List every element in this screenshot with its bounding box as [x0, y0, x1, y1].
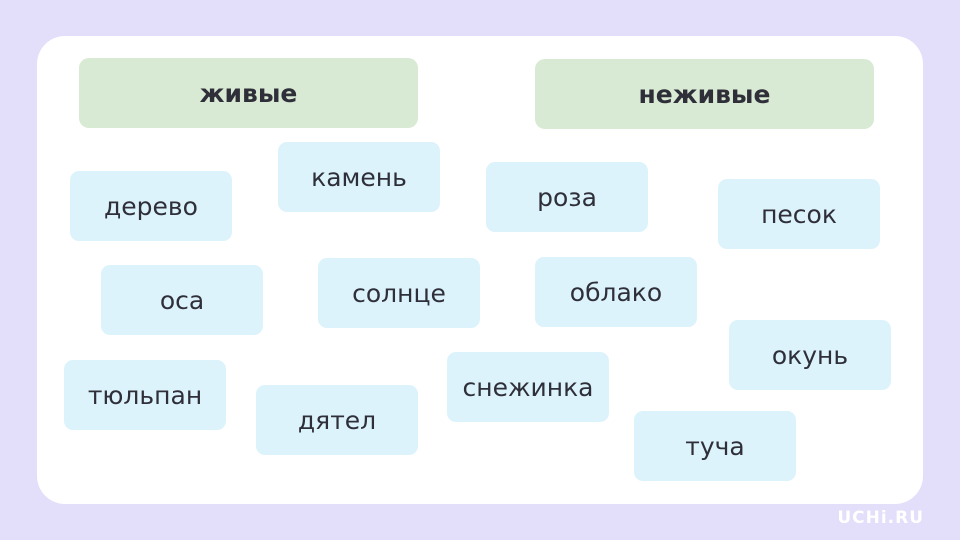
word-card-label: камень	[311, 162, 407, 192]
word-card-oblako[interactable]: облако	[535, 257, 697, 327]
word-card-tucha[interactable]: туча	[634, 411, 796, 481]
category-nonliving-dropzone[interactable]: неживые	[535, 59, 874, 129]
category-nonliving-label: неживые	[638, 79, 771, 109]
word-card-roza[interactable]: роза	[486, 162, 648, 232]
word-card-solntse[interactable]: солнце	[318, 258, 480, 328]
uchi-ru-logo: UCHi.RU	[837, 508, 924, 528]
word-card-label: песок	[761, 199, 837, 229]
word-card-label: солнце	[352, 278, 446, 308]
word-card-label: тюльпан	[87, 380, 203, 410]
sorting-board: живые неживые дерево камень роза песок о…	[37, 36, 923, 504]
word-card-label: оса	[159, 285, 205, 315]
word-card-kamen[interactable]: камень	[278, 142, 440, 212]
word-card-label: роза	[537, 182, 597, 212]
word-card-label: туча	[685, 431, 745, 461]
word-card-snezhinka[interactable]: снежинка	[447, 352, 609, 422]
word-card-label: дятел	[297, 405, 377, 435]
category-living-dropzone[interactable]: живые	[79, 58, 418, 128]
word-card-label: облако	[569, 277, 663, 307]
word-card-okun[interactable]: окунь	[729, 320, 891, 390]
word-card-derevo[interactable]: дерево	[70, 171, 232, 241]
word-card-osa[interactable]: оса	[101, 265, 263, 335]
category-living-label: живые	[199, 78, 298, 108]
word-card-label: дерево	[104, 191, 198, 221]
word-card-tyulpan[interactable]: тюльпан	[64, 360, 226, 430]
word-card-pesok[interactable]: песок	[718, 179, 880, 249]
word-card-label: окунь	[771, 340, 849, 370]
word-card-label: снежинка	[462, 372, 594, 402]
word-card-dyatel[interactable]: дятел	[256, 385, 418, 455]
